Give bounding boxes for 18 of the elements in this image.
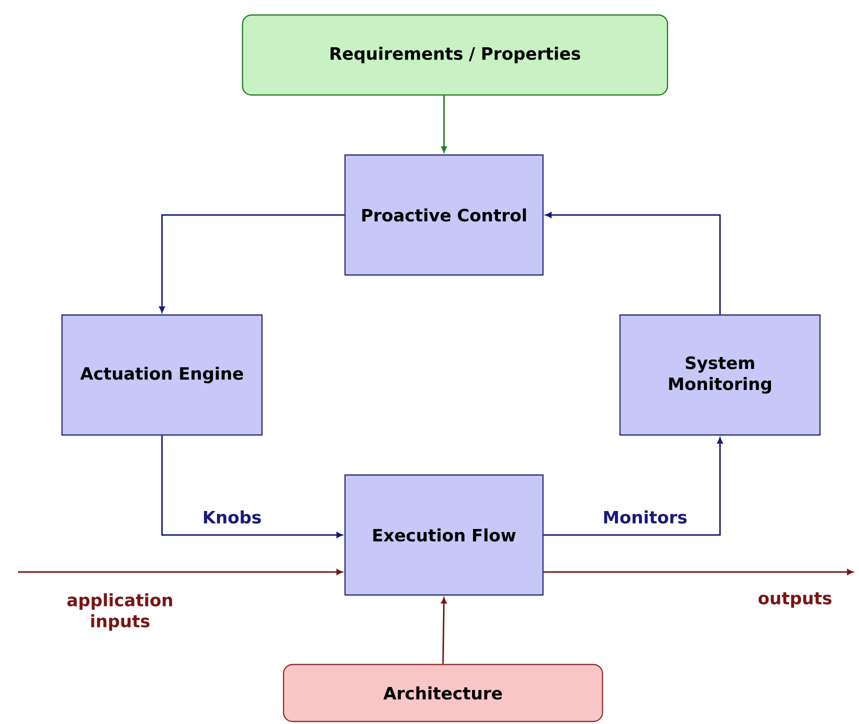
arrow (159, 214, 344, 312)
edge-label: outputs (758, 592, 832, 608)
process-box: Actuation Engine (61, 314, 263, 436)
architecture-box: Architecture (282, 664, 604, 722)
process-box: Execution Flow (344, 474, 544, 596)
arrow (546, 212, 721, 314)
arrow (18, 569, 342, 575)
edge-label: Monitors (604, 510, 687, 524)
arrow (441, 598, 447, 664)
arrow (161, 436, 342, 538)
arrow (441, 96, 447, 152)
edge-label: application inputs (67, 593, 172, 631)
edge-label: Knobs (204, 510, 261, 524)
process-box: System Monitoring (619, 314, 821, 436)
requirements-box: Requirements / Properties (242, 14, 668, 96)
process-box: Proactive Control (344, 154, 544, 276)
arrow (544, 438, 723, 536)
arrow (544, 569, 854, 575)
